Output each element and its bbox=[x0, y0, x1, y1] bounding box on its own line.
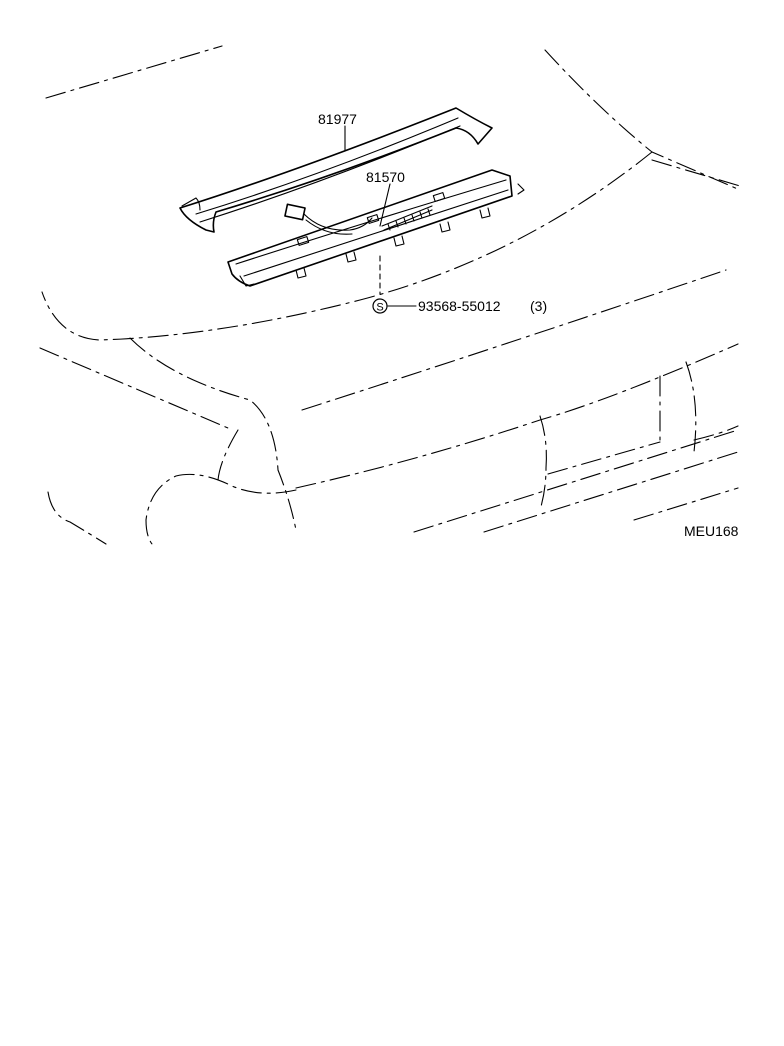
leader-lines bbox=[344, 125, 417, 307]
fastener-callout: S 93568-55012 (3) bbox=[372, 298, 547, 314]
fastener-quantity: (3) bbox=[530, 298, 547, 314]
fastener-part-number: 93568-55012 bbox=[418, 298, 501, 314]
part-label-81570: 81570 bbox=[366, 169, 405, 185]
fastener-symbol-letter: S bbox=[376, 302, 383, 314]
spoiler-part bbox=[179, 107, 493, 233]
car-body-outline bbox=[39, 45, 741, 545]
fastener-symbol-circle bbox=[372, 298, 388, 314]
part-label-81977: 81977 bbox=[318, 111, 357, 127]
stop-lamp-part bbox=[227, 169, 525, 287]
drawing-code: MEU168 bbox=[684, 523, 739, 539]
